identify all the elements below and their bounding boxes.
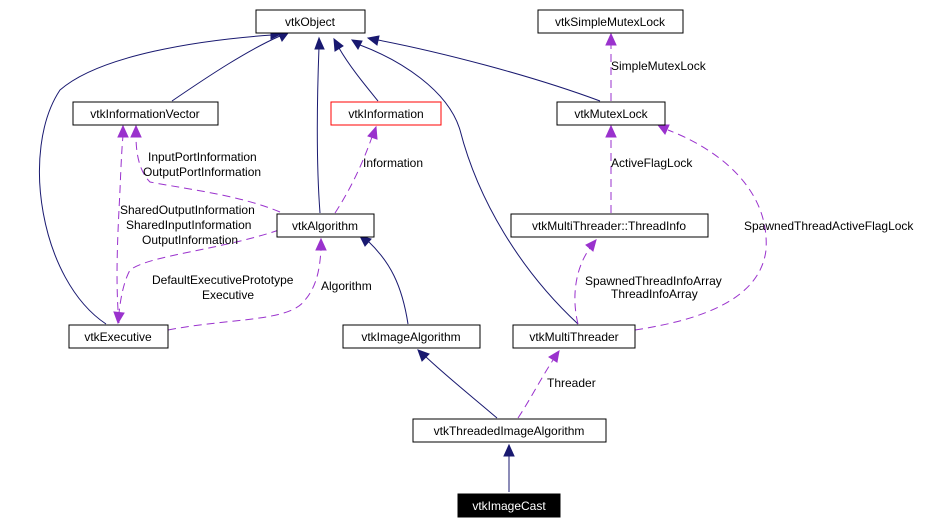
node-vtkmutexlock[interactable]: vtkMutexLock: [556, 101, 666, 126]
node-vtkimagecast-label: vtkImageCast: [472, 499, 546, 513]
label-defaultexecutiveprototype: DefaultExecutivePrototype: [152, 273, 294, 287]
edge-algorithm-information: [334, 136, 373, 214]
arrowhead-executive-infovector: [117, 124, 129, 138]
node-vtkinformationvector-label: vtkInformationVector: [90, 107, 199, 121]
arrowhead-multithreader-object: [350, 39, 363, 50]
label-outputinformation: OutputInformation: [142, 233, 238, 247]
label-simplemutexlock: SimpleMutexLock: [611, 59, 707, 73]
node-vtkthreadedimagealgorithm[interactable]: vtkThreadedImageAlgorithm: [412, 418, 607, 443]
node-vtkinformation-label: vtkInformation: [348, 107, 423, 121]
arrowhead-simplemutexlock: [605, 32, 617, 46]
edge-executive-algorithm: [167, 248, 322, 331]
node-vtksimplemutexlock-label: vtkSimpleMutexLock: [555, 15, 666, 29]
label-spawnedthreadactiveflaglock: SpawnedThreadActiveFlagLock: [744, 219, 914, 233]
edge-infovector-to-object: [171, 35, 281, 102]
edge-mutexlock-to-object: [377, 39, 601, 102]
label-sharedoutputinformation: SharedOutputInformation: [120, 203, 255, 217]
node-vtkobject[interactable]: vtkObject: [255, 9, 366, 34]
node-vtkimagealgorithm-label: vtkImageAlgorithm: [361, 330, 460, 344]
arrowhead-activeflaglock: [605, 124, 617, 138]
node-vtkalgorithm[interactable]: vtkAlgorithm: [276, 213, 375, 238]
label-activeflaglock: ActiveFlagLock: [611, 156, 693, 170]
node-vtkimagealgorithm[interactable]: vtkImageAlgorithm: [342, 324, 481, 349]
node-vtksimplemutexlock[interactable]: vtkSimpleMutexLock: [537, 9, 684, 34]
node-vtkexecutive[interactable]: vtkExecutive: [68, 324, 169, 349]
label-threadinfoarray: ThreadInfoArray: [611, 287, 698, 301]
label-executive: Executive: [202, 288, 254, 302]
arrowhead-mutexlock-object: [366, 35, 380, 46]
edge-imagealgorithm-to-algorithm: [367, 240, 409, 325]
edge-threaded-multithreader: [517, 359, 554, 419]
node-vtkimagecast[interactable]: vtkImageCast: [457, 493, 561, 518]
arrowhead-threader: [548, 350, 560, 363]
edge-algorithm-executive: [118, 229, 280, 314]
node-vtkmutexlock-label: vtkMutexLock: [574, 107, 648, 121]
arrowhead-threadinfoarray: [585, 239, 597, 252]
edge-threaded-to-imagealgorithm: [424, 355, 498, 419]
label-spawnedthreadinfoarray: SpawnedThreadInfoArray: [585, 274, 722, 288]
node-vtkmultithreader-label: vtkMultiThreader: [529, 330, 618, 344]
node-vtkthreadedimagealgorithm-label: vtkThreadedImageAlgorithm: [434, 424, 585, 438]
edge-executive-infovector: [116, 135, 124, 324]
arrowhead-spawnedactiveflaglock: [656, 124, 670, 135]
node-vtkinformation[interactable]: vtkInformation: [330, 101, 442, 126]
arrowhead-portinformation: [130, 124, 142, 138]
node-vtkmultithreader-threadinfo[interactable]: vtkMultiThreader::ThreadInfo: [510, 213, 709, 238]
arrowhead-threaded-imagealgorithm: [417, 349, 430, 362]
label-algorithm: Algorithm: [321, 279, 372, 293]
edge-labels: SimpleMutexLock InputPortInformation Out…: [120, 59, 914, 390]
node-vtkexecutive-label: vtkExecutive: [84, 330, 152, 344]
node-vtkobject-label: vtkObject: [285, 15, 336, 29]
usage-edges: [113, 32, 767, 419]
edge-algorithm-to-object: [316, 46, 321, 214]
arrowhead-executive: [113, 311, 125, 325]
edge-multithreader-to-object: [359, 44, 579, 325]
arrowhead-information: [367, 125, 378, 140]
arrowhead-imagecast-threaded: [503, 443, 515, 457]
arrowhead-information-object: [333, 37, 344, 52]
label-sharedinputinformation: SharedInputInformation: [126, 218, 251, 232]
label-threader: Threader: [547, 376, 596, 390]
arrowhead-algorithm: [315, 237, 327, 251]
label-information: Information: [363, 156, 423, 170]
edge-information-to-object: [338, 47, 379, 102]
label-outputportinformation: OutputPortInformation: [143, 165, 261, 179]
node-vtkmultithreader-threadinfo-label: vtkMultiThreader::ThreadInfo: [532, 219, 686, 233]
arrowhead-algorithm-object: [314, 36, 325, 50]
node-vtkalgorithm-label: vtkAlgorithm: [292, 219, 358, 233]
edge-executive-to-object: [38, 34, 273, 325]
node-vtkinformationvector[interactable]: vtkInformationVector: [72, 101, 219, 126]
label-inputportinformation: InputPortInformation: [148, 150, 257, 164]
edge-multithreader-mutexlock: [634, 129, 767, 331]
edge-multithreader-threadinfo: [574, 247, 591, 325]
node-vtkmultithreader[interactable]: vtkMultiThreader: [512, 324, 636, 349]
